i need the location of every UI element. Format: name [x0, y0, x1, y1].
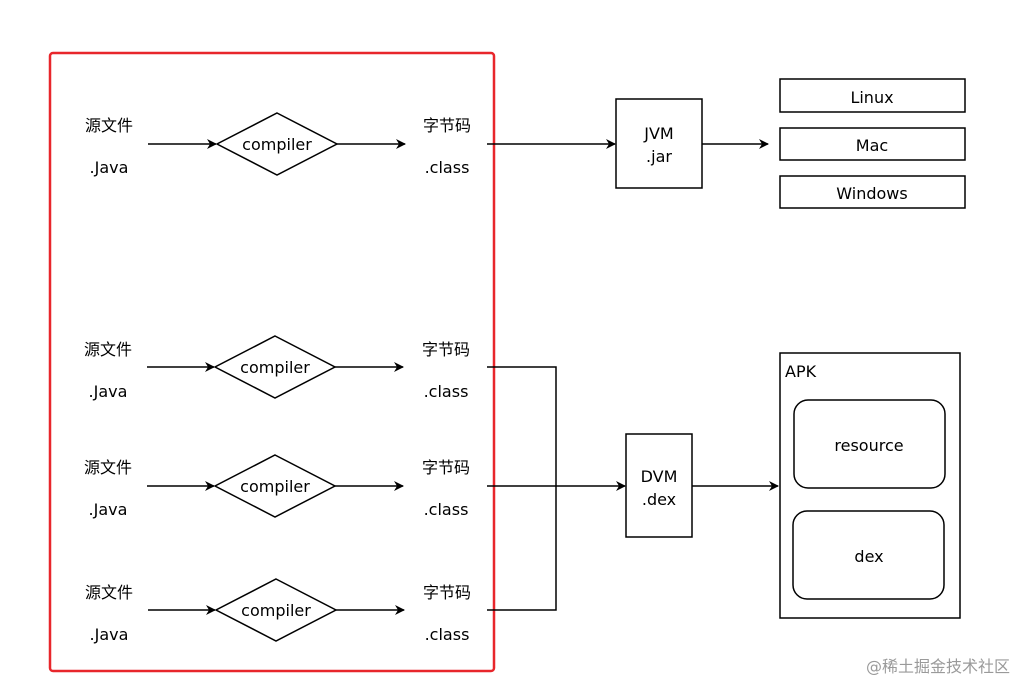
- dvm-ext: .dex: [642, 490, 676, 509]
- source-ext: .Java: [90, 158, 129, 177]
- jvm-ext: .jar: [646, 147, 672, 166]
- bytecode-label: 字节码: [422, 340, 470, 359]
- bytecode-ext: .class: [424, 500, 469, 519]
- source-ext: .Java: [89, 382, 128, 401]
- bytecode-ext: .class: [425, 158, 470, 177]
- dvm-box: [625, 433, 693, 538]
- source-ext: .Java: [90, 625, 129, 644]
- compiler-diamond: [214, 578, 338, 642]
- dvm-label: DVM: [641, 467, 678, 486]
- platform-mac-box: [779, 127, 966, 161]
- compiler-label: compiler: [242, 135, 312, 154]
- bytecode-ext: .class: [425, 625, 470, 644]
- platform-windows-box: [779, 175, 966, 209]
- pipeline-4: 源文件 .Java compiler 字节码 .class: [85, 578, 471, 644]
- compile-stage-highlight: [48, 51, 496, 673]
- jvm-label: JVM: [643, 124, 673, 143]
- bytecode-label: 字节码: [423, 116, 471, 135]
- source-label: 源文件: [84, 340, 132, 359]
- apk-dex-box: [792, 510, 945, 600]
- pipeline-2: 源文件 .Java compiler 字节码 .class: [84, 335, 470, 401]
- platform-linux-box: [779, 78, 966, 113]
- source-label: 源文件: [85, 583, 133, 602]
- compiler-label: compiler: [240, 477, 310, 496]
- compiler-diamond: [213, 454, 337, 518]
- compiler-diamond: [213, 335, 337, 399]
- compiler-diamond: [215, 112, 339, 176]
- bytecode-label: 字节码: [422, 458, 470, 477]
- watermark: @稀土掘金技术社区: [866, 657, 1010, 676]
- source-label: 源文件: [84, 458, 132, 477]
- source-label: 源文件: [85, 116, 133, 135]
- pipeline-1: 源文件 .Java compiler 字节码 .class: [85, 112, 471, 177]
- source-ext: .Java: [89, 500, 128, 519]
- apk-dex-label: dex: [854, 547, 883, 566]
- platform-linux-label: Linux: [850, 88, 893, 107]
- compiler-label: compiler: [241, 601, 311, 620]
- connector-class-merge: [487, 366, 557, 611]
- apk-resource-box: [793, 399, 946, 489]
- bytecode-ext: .class: [424, 382, 469, 401]
- platform-mac-label: Mac: [856, 136, 888, 155]
- jvm-box: [615, 98, 703, 189]
- apk-title: APK: [785, 362, 817, 381]
- pipeline-3: 源文件 .Java compiler 字节码 .class: [84, 454, 470, 519]
- apk-resource-label: resource: [834, 436, 903, 455]
- platform-windows-label: Windows: [836, 184, 907, 203]
- compiler-label: compiler: [240, 358, 310, 377]
- bytecode-label: 字节码: [423, 583, 471, 602]
